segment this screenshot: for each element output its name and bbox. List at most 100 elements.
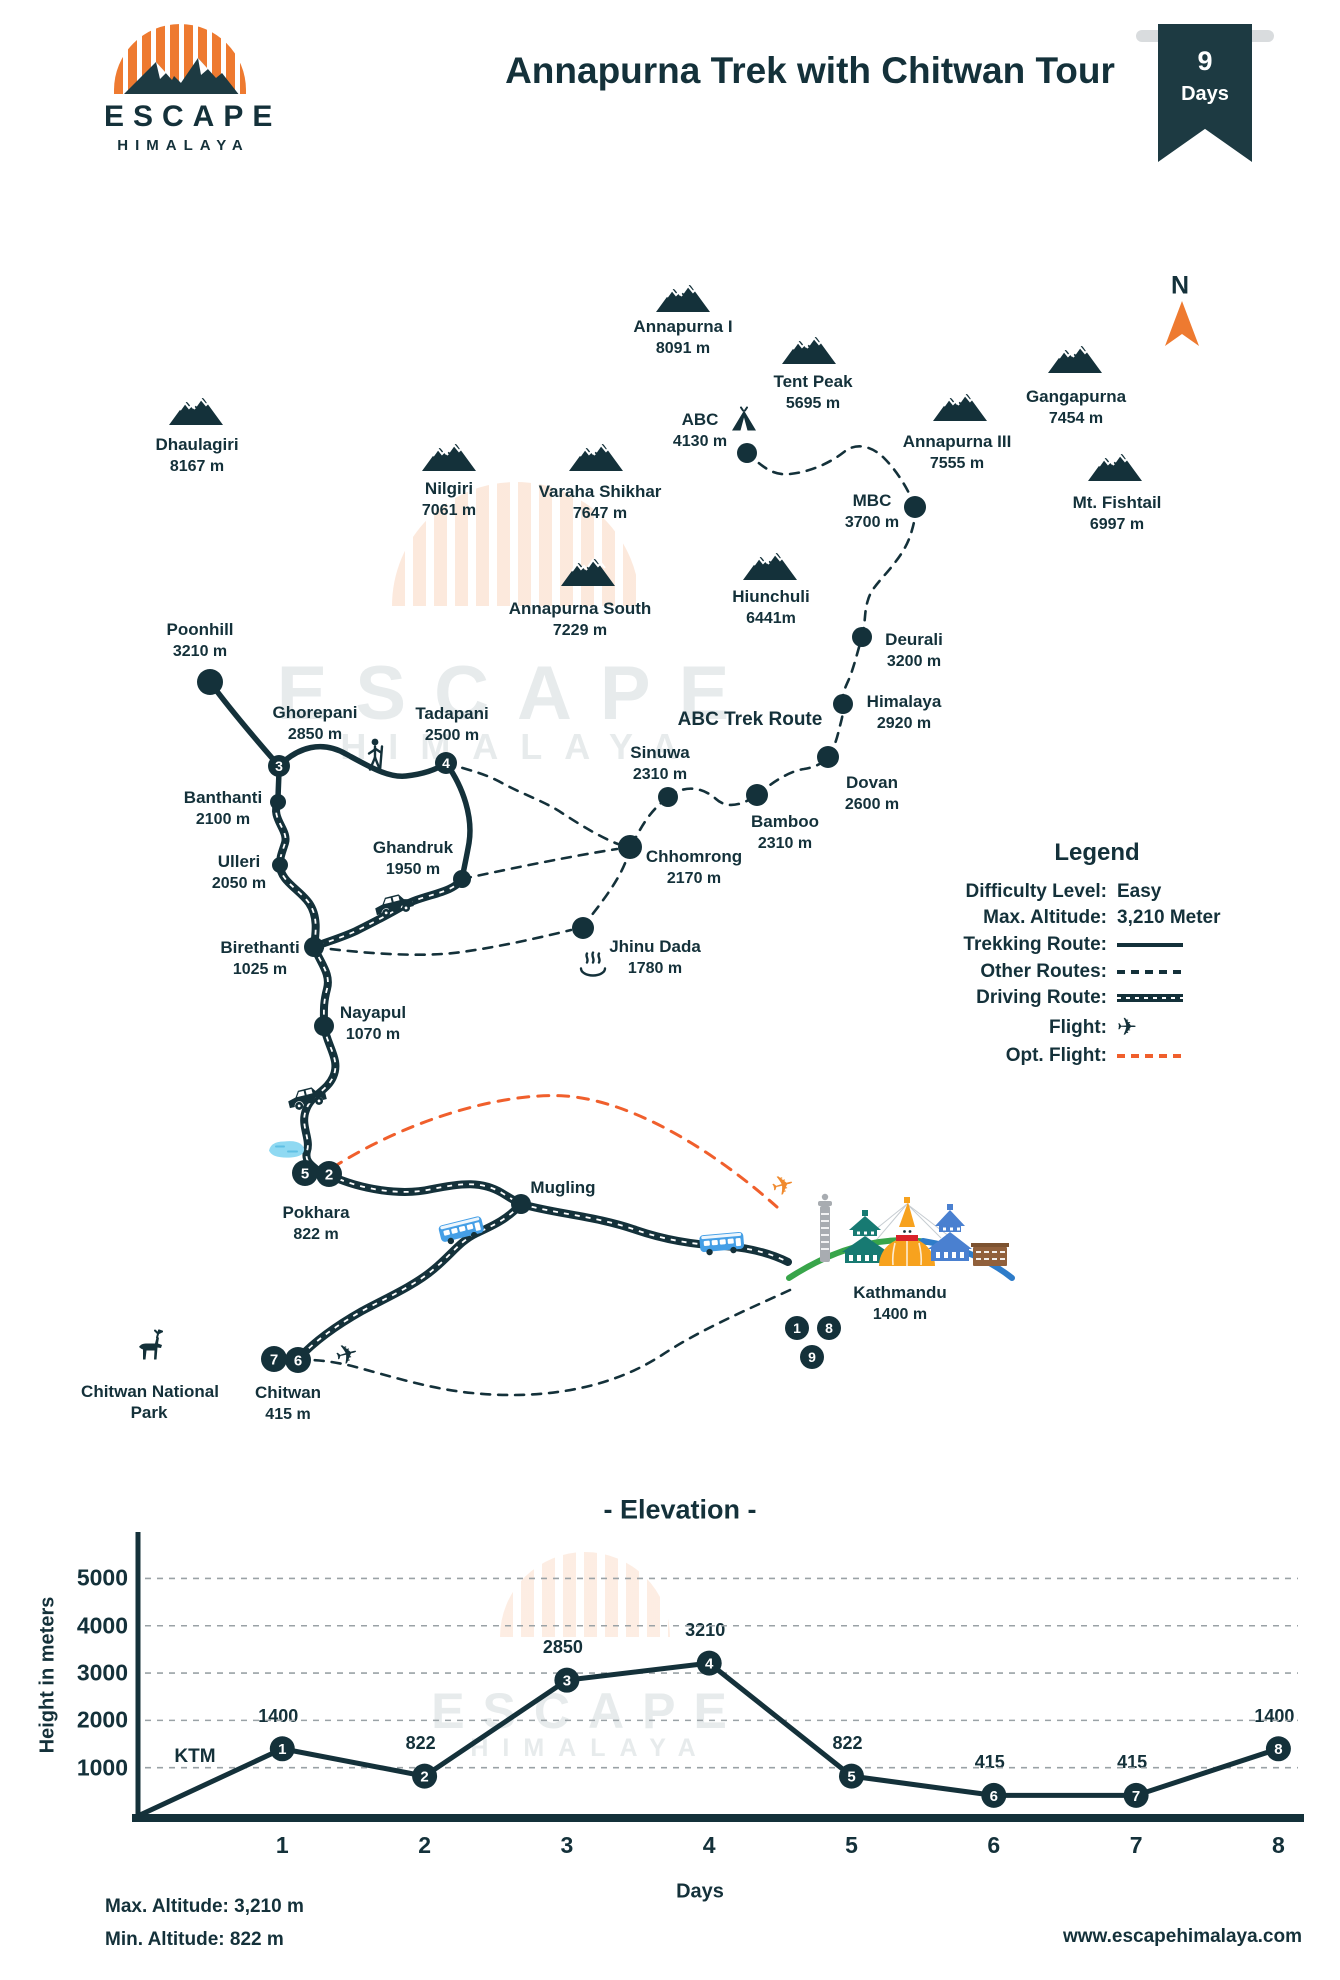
- chitwan-park-label-line2: Park: [130, 1403, 168, 1422]
- elevation-node-day-3: [554, 1667, 580, 1693]
- y-tick-label: 4000: [76, 1612, 128, 1639]
- waypoint-elevation: 2100 m: [195, 811, 251, 828]
- route-node-birethanti: [304, 937, 324, 957]
- waypoint-name: Pokhara: [282, 1203, 350, 1222]
- footer-max-altitude: Max. Altitude: 3,210 m: [105, 1896, 304, 1917]
- peak-elevation: 7555 m: [929, 455, 985, 472]
- legend-row: Other Routes:: [900, 959, 1320, 985]
- route-node-mbc: [904, 496, 926, 518]
- peak-elevation: 5695 m: [785, 395, 841, 412]
- y-tick-label: 3000: [76, 1659, 128, 1686]
- north-arrow-icon: [1165, 301, 1199, 346]
- waypoint-elevation: 1025 m: [232, 961, 288, 978]
- legend-row-value: 3,210 Meter: [1117, 907, 1221, 928]
- route-node-nayapul: [314, 1016, 334, 1036]
- peak-elevation: 7229 m: [552, 622, 608, 639]
- waypoint-label-nayapul: Nayapul 1070 m: [340, 1002, 406, 1046]
- other-route: [666, 787, 759, 807]
- waypoint-label-mugling: Mugling: [530, 1177, 595, 1199]
- peak-name: Tent Peak: [773, 372, 853, 391]
- teal-pagoda-icon: [842, 1210, 888, 1263]
- watermark-text-map: ESCAPE: [276, 651, 758, 736]
- elevation-node-number: 5: [847, 1769, 855, 1786]
- legend-row: Trekking Route:: [900, 932, 1320, 958]
- ribbon-days-word: Days: [1181, 83, 1229, 105]
- route-node-ghandruk: [453, 870, 471, 888]
- waypoint-elevation: 1400 m: [872, 1306, 928, 1323]
- trekking-route: [276, 743, 449, 779]
- waypoint-elevation: 2500 m: [424, 727, 480, 744]
- logo-mountains-icon: [124, 58, 239, 94]
- abc-trek-route-label: ABC Trek Route: [677, 709, 823, 730]
- waypoint-elevation: 3700 m: [844, 514, 900, 531]
- route-node-deurali: [852, 627, 872, 647]
- waypoint-name: Chitwan: [254, 1383, 322, 1402]
- elevation-node-day-1: [269, 1736, 295, 1762]
- other-route: [860, 505, 917, 639]
- footer-min-altitude: Min. Altitude: 822 m: [105, 1929, 284, 1950]
- legend-row: Flight:✈: [900, 1015, 1320, 1041]
- day-number: 3: [275, 758, 283, 774]
- waypoint-name: Bamboo: [751, 812, 819, 831]
- other-route: [460, 847, 619, 881]
- elevation-node-day-8: [1265, 1736, 1291, 1762]
- other-route: [841, 635, 864, 706]
- waypoint-label-banthanti: Banthanti 2100 m: [184, 787, 262, 831]
- chart-start-label: KTM: [174, 1746, 216, 1767]
- elevation-node-number: 7: [1132, 1788, 1140, 1805]
- logo-text-himalaya: HIMALAYA: [117, 137, 250, 154]
- driving-route-dashes: [520, 1203, 789, 1263]
- peak-label-tent-peak: Tent Peak 5695 m: [773, 371, 852, 415]
- waypoint-name: Chhomrong: [645, 847, 743, 866]
- y-tick-label: 1000: [76, 1754, 128, 1781]
- other-route: [444, 761, 620, 846]
- elevation-node-number: 4: [705, 1656, 714, 1673]
- elevation-value-label: 822: [405, 1733, 436, 1754]
- route-node-mugling: [511, 1194, 531, 1214]
- mountain-icon: [421, 442, 477, 472]
- waypoint-name: Banthanti: [183, 788, 263, 807]
- boudhanath-stupa-icon: [879, 1197, 935, 1266]
- day-number: 8: [825, 1320, 833, 1336]
- peak-elevation: 6997 m: [1089, 516, 1145, 533]
- day-number: 7: [270, 1351, 278, 1368]
- waypoint-name: Nayapul: [339, 1003, 407, 1022]
- waypoint-elevation: 1070 m: [345, 1026, 401, 1043]
- route-node-poonhill: [197, 669, 223, 695]
- route-node-bamboo: [746, 784, 768, 806]
- chart-title: - Elevation -: [603, 1494, 757, 1525]
- driving-route-dashes: [279, 864, 317, 948]
- y-tick-label: 5000: [76, 1564, 128, 1591]
- waypoint-name: Deurali: [885, 630, 943, 649]
- route-node-pokhara: [292, 1160, 318, 1186]
- waypoint-name: Tadapani: [415, 704, 489, 723]
- mountain-icon: [655, 283, 711, 313]
- elevation-value-label: 3210: [685, 1620, 726, 1641]
- peak-name: Annapurna III: [902, 432, 1012, 451]
- elevation-node-number: 1: [278, 1741, 286, 1758]
- y-tick-label: 2000: [76, 1706, 128, 1733]
- north-label: N: [1170, 271, 1190, 300]
- route-node-kathmandu: [800, 1345, 824, 1369]
- elevation-value-label: 415: [1117, 1752, 1148, 1773]
- day-number: 9: [808, 1349, 816, 1365]
- driving-route-dashes: [303, 1025, 337, 1172]
- legend-row: Max. Altitude:3,210 Meter: [900, 905, 1320, 931]
- route-node-chitwan: [285, 1347, 311, 1373]
- hot-spring-icon: [578, 951, 608, 985]
